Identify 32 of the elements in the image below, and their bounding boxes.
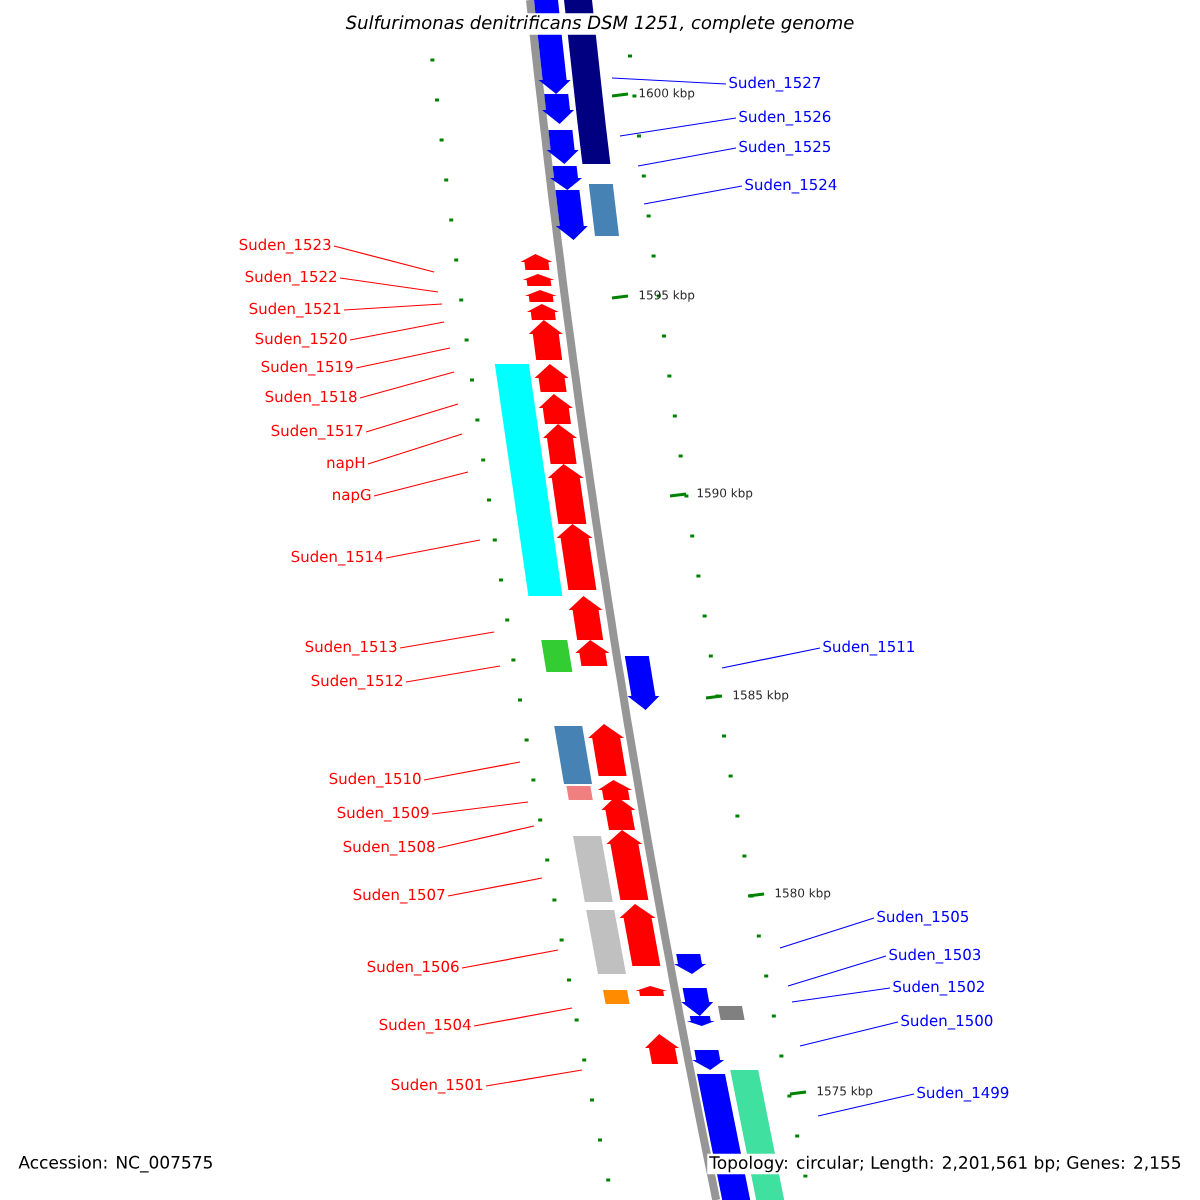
- leader-line: [787, 955, 887, 987]
- leader-line: [349, 321, 445, 341]
- leader-line: [473, 1007, 573, 1027]
- leader-line: [373, 471, 469, 497]
- leader-line: [817, 1093, 915, 1117]
- leader-line: [619, 117, 737, 137]
- leader-line: [461, 949, 559, 969]
- leader-line: [637, 147, 737, 167]
- leader-line: [399, 631, 495, 649]
- title: Sulfurimonas denitrificans DSM 1251, complete genome: [343, 13, 857, 35]
- leader-line: [791, 987, 891, 1003]
- leader-line: [355, 347, 451, 369]
- leader-line: [343, 303, 443, 311]
- leader-line: [447, 877, 543, 897]
- leader-line: [779, 917, 875, 949]
- genome-info-label: Topology: circular; Length: 2,201,561 bp; Genes: 2,155: [707, 1153, 1184, 1175]
- leader-line: [611, 77, 727, 85]
- leader-line: [359, 371, 455, 399]
- leader-line: [643, 185, 743, 205]
- leader-line: [333, 245, 435, 273]
- accession-label: Accession: NC_007575: [16, 1153, 216, 1175]
- leader-line: [367, 433, 463, 465]
- leader-line: [721, 647, 821, 669]
- leader-line: [799, 1021, 899, 1047]
- leader-line: [485, 1069, 583, 1087]
- leader-line: [339, 277, 439, 293]
- leader-line: [385, 539, 481, 559]
- leader-line: [431, 801, 529, 815]
- leader-line: [437, 825, 535, 849]
- leader-line: [405, 665, 501, 683]
- leader-line: [423, 761, 521, 781]
- leader-line: [365, 403, 459, 433]
